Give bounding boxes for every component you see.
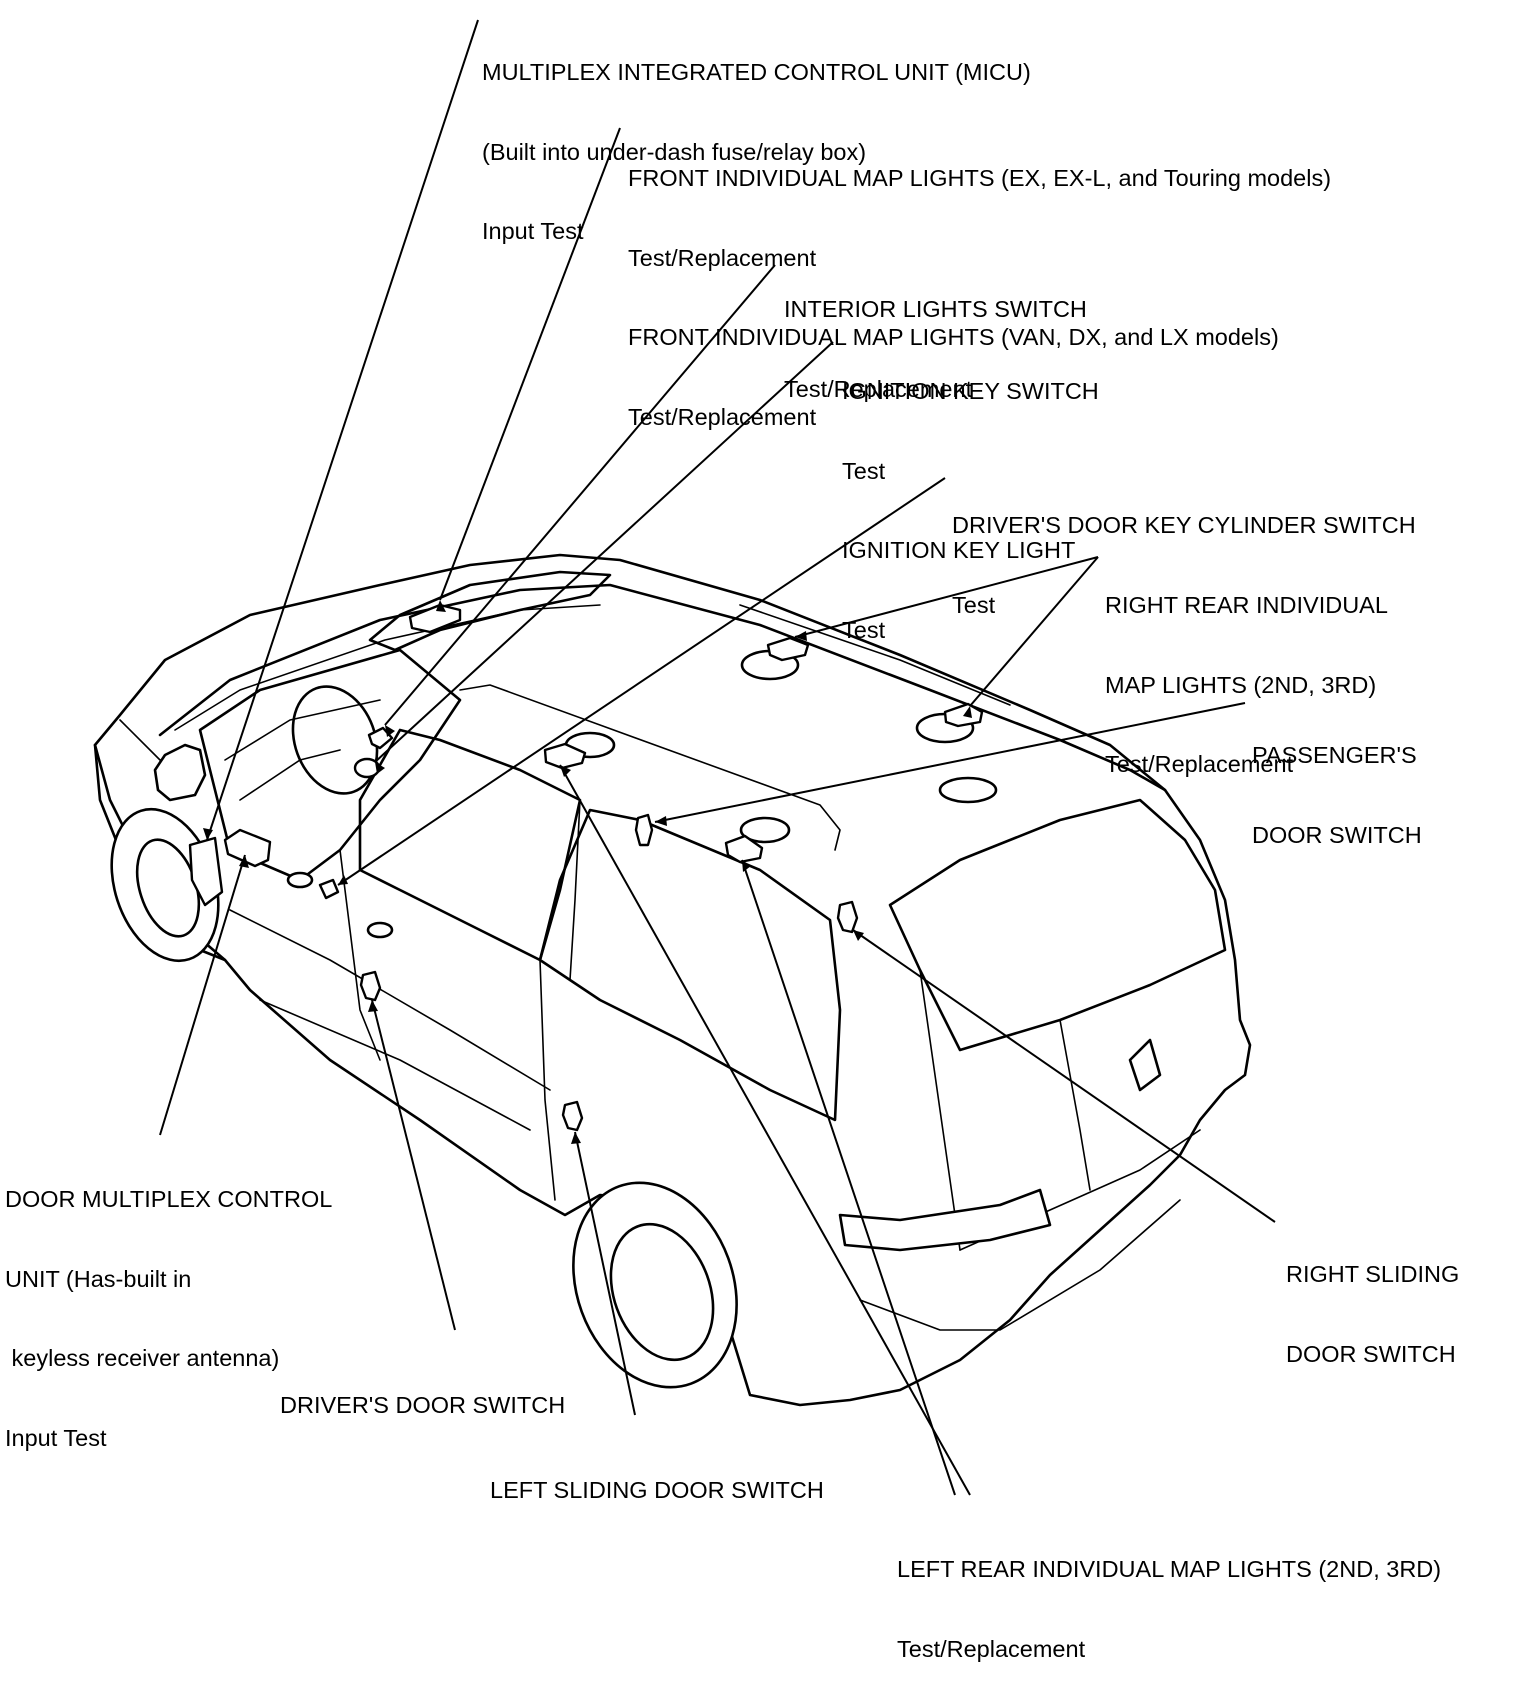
label-front-map-lights: FRONT INDIVIDUAL MAP LIGHTS (EX, EX-L, a… — [628, 112, 1331, 457]
label-left-rear-map-lights: LEFT REAR INDIVIDUAL MAP LIGHTS (2ND, 3R… — [897, 1503, 1441, 1689]
roof-panel — [158, 583, 1167, 792]
driver-key-cylinder-title: DRIVER'S DOOR KEY CYLINDER SWITCH — [952, 512, 1416, 538]
label-passenger-door-switch: PASSENGER'S DOOR SWITCH — [1252, 689, 1422, 875]
passenger-door-switch-component — [634, 813, 654, 847]
ignition-key-switch-test: Test — [842, 457, 886, 484]
label-door-multiplex: DOOR MULTIPLEX CONTROL UNIT (Has-built i… — [5, 1133, 332, 1478]
leader-arrowheads — [203, 600, 972, 1144]
door-multiplex-title-2: UNIT (Has-built in — [5, 1265, 192, 1292]
side-mirror — [153, 743, 207, 802]
front-map-lights-dx-title: FRONT INDIVIDUAL MAP LIGHTS (VAN, DX, an… — [628, 324, 1279, 350]
micu-location: (Built into under-dash fuse/relay box) — [482, 138, 867, 165]
right-rear-map-lights-title-2: MAP LIGHTS (2ND, 3RD) — [1105, 671, 1377, 698]
roof-lens-5 — [938, 776, 998, 804]
left-sliding-switch-component — [561, 1100, 584, 1132]
door-handle-front — [286, 871, 314, 889]
driver-key-cylinder-test: Test — [952, 591, 996, 618]
rear-wheel — [572, 1181, 738, 1389]
right-rear-map-lights-title-1: RIGHT REAR INDIVIDUAL — [1105, 592, 1388, 618]
component-location-diagram: MULTIPLEX INTEGRATED CONTROL UNIT (MICU)… — [5, 6, 1459, 1662]
ignition-key-light-test: Test — [842, 616, 886, 643]
micu-title: MULTIPLEX INTEGRATED CONTROL UNIT (MICU) — [482, 59, 1031, 85]
label-driver-key-cylinder: DRIVER'S DOOR KEY CYLINDER SWITCH Test — [952, 459, 1416, 645]
label-ignition-key: IGNITION KEY SWITCH Test IGNITION KEY LI… — [842, 325, 1099, 670]
side-window-rear — [538, 808, 842, 1122]
label-interior-lights-switch: INTERIOR LIGHTS SWITCH Test/Replacement — [784, 243, 1087, 429]
door-multiplex-title-3: keyless receiver antenna) — [5, 1345, 280, 1371]
driver-door-switch-title: DRIVER'S DOOR SWITCH — [280, 1392, 566, 1418]
passenger-door-switch-title-1: PASSENGER'S — [1252, 742, 1417, 768]
lr-map-light-2-component — [724, 834, 764, 864]
front-map-lights-dx-test: Test/Replacement — [628, 403, 817, 430]
minivan-illustration — [93, 19, 1276, 1496]
left-rear-map-lights-test: Test/Replacement — [897, 1635, 1086, 1662]
micu-component — [188, 836, 224, 907]
interior-lights-switch-test: Test/Replacement — [784, 375, 973, 402]
left-rear-map-lights-title: LEFT REAR INDIVIDUAL MAP LIGHTS (2ND, 3R… — [897, 1556, 1442, 1582]
ignition-key-switch-title: IGNITION KEY SWITCH — [842, 378, 1099, 404]
rear-window — [888, 798, 1227, 1052]
rr-map-light-1-component — [766, 636, 810, 662]
leader-lines — [159, 19, 1276, 1496]
front-map-lights-ex-test: Test/Replacement — [628, 244, 817, 271]
lr-map-light-1-component — [543, 742, 587, 770]
tail-light-left — [838, 1188, 1052, 1252]
door-handle-slide — [366, 921, 394, 939]
micu-test: Input Test — [482, 218, 584, 244]
label-micu: MULTIPLEX INTEGRATED CONTROL UNIT (MICU)… — [482, 6, 1031, 271]
roof-lens-4 — [739, 816, 791, 844]
ignition-key-light-title: IGNITION KEY LIGHT — [842, 537, 1076, 563]
right-sliding-door-switch-title-1: RIGHT SLIDING — [1286, 1261, 1460, 1287]
label-left-sliding-door-switch: LEFT SLIDING DOOR SWITCH — [490, 1424, 824, 1530]
label-right-sliding-door-switch: RIGHT SLIDING DOOR SWITCH — [1286, 1208, 1459, 1394]
rr-map-light-2-component — [943, 702, 984, 728]
sunroof — [368, 570, 612, 652]
key-cylinder-component — [318, 878, 340, 900]
door-multiplex-title-1: DOOR MULTIPLEX CONTROL — [5, 1186, 333, 1212]
right-sliding-switch-component — [836, 900, 859, 934]
steering-wheel — [291, 685, 379, 795]
left-sliding-door-switch-title: LEFT SLIDING DOOR SWITCH — [490, 1477, 824, 1503]
label-right-rear-map-lights: RIGHT REAR INDIVIDUAL MAP LIGHTS (2ND, 3… — [1105, 539, 1388, 804]
tail-light-right — [1128, 1038, 1162, 1092]
driver-door-switch-component — [359, 970, 382, 1002]
front-map-lights-ex-title: FRONT INDIVIDUAL MAP LIGHTS (EX, EX-L, a… — [628, 165, 1332, 191]
passenger-door-switch-title-2: DOOR SWITCH — [1252, 821, 1422, 848]
right-rear-map-lights-test: Test/Replacement — [1105, 751, 1294, 777]
windshield — [198, 648, 462, 882]
rear-wheel-rim — [609, 1222, 715, 1362]
label-driver-door-switch: DRIVER'S DOOR SWITCH — [280, 1339, 565, 1445]
door-multiplex-test: Input Test — [5, 1424, 107, 1451]
right-sliding-door-switch-title-2: DOOR SWITCH — [1286, 1340, 1456, 1367]
interior-lights-switch-title: INTERIOR LIGHTS SWITCH — [784, 296, 1087, 322]
interior-lights-switch-component — [367, 726, 394, 750]
side-window-front — [358, 728, 582, 962]
door-multiplex-component — [223, 828, 272, 868]
